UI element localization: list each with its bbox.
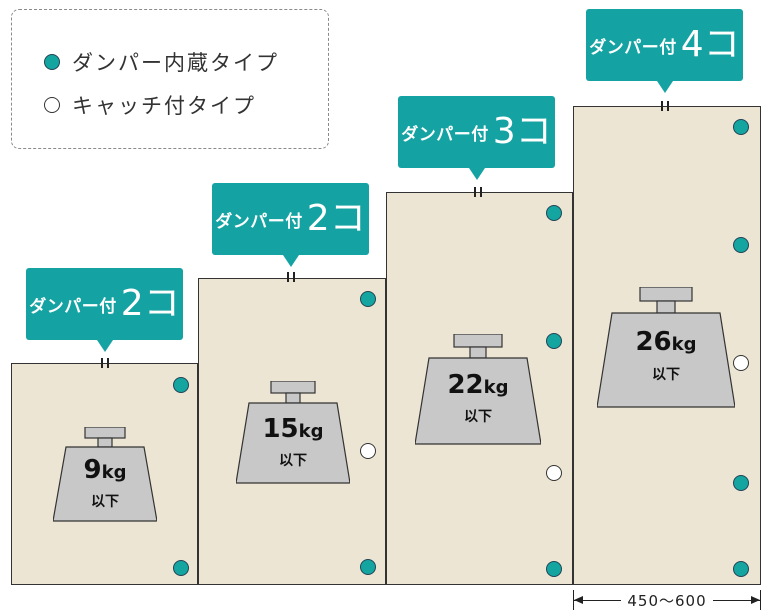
- legend: ダンパー内蔵タイプ キャッチ付タイプ: [11, 9, 329, 149]
- badge-unit: コ: [329, 198, 366, 239]
- legend-row-damper: ダンパー内蔵タイプ: [44, 47, 279, 77]
- damper-dot: [546, 333, 562, 349]
- damper-dot: [546, 561, 562, 577]
- legend-row-catch: キャッチ付タイプ: [44, 90, 256, 120]
- catch-dot: [360, 443, 376, 459]
- badge-label: ダンパー付: [29, 296, 117, 317]
- width-dimension: 450〜600: [573, 588, 761, 612]
- damper-dot: [733, 119, 749, 135]
- badge-label: ダンパー付: [401, 124, 489, 145]
- damper-dot: [360, 291, 376, 307]
- weight-sub: 以下: [91, 494, 119, 510]
- damper-dot: [546, 205, 562, 221]
- panel-2: [198, 278, 386, 585]
- badge-unit: コ: [515, 111, 552, 152]
- hinge-mark: [101, 358, 109, 368]
- catch-dot: [546, 465, 562, 481]
- badge-unit: コ: [143, 283, 180, 324]
- weight-sub: 以下: [464, 409, 492, 425]
- badge-label: ダンパー付: [215, 211, 303, 232]
- weight-sub: 以下: [279, 453, 307, 469]
- white-circle-icon: [44, 97, 60, 113]
- weight-sub: 以下: [652, 367, 680, 383]
- teal-circle-icon: [44, 54, 60, 70]
- damper-dot: [173, 377, 189, 393]
- badge-unit: コ: [703, 24, 740, 65]
- dimension-label: 450〜600: [621, 592, 713, 610]
- weight-icon: [597, 287, 735, 408]
- weight-4: 26kg 以下: [597, 287, 735, 408]
- legend-damper-label: ダンパー内蔵タイプ: [72, 51, 279, 75]
- weight-value: 26kg: [635, 327, 697, 357]
- badge-count: 2: [306, 198, 330, 239]
- damper-dot: [733, 561, 749, 577]
- weight-icon: [415, 334, 541, 445]
- badge-count: 2: [120, 283, 144, 324]
- hinge-mark: [661, 101, 669, 111]
- badge-count: 4: [680, 24, 704, 65]
- hinge-mark: [287, 272, 295, 282]
- badge-count: 3: [492, 111, 516, 152]
- weight-icon: [53, 427, 157, 522]
- weight-1: 9kg 以下: [53, 427, 157, 522]
- damper-dot: [360, 559, 376, 575]
- weight-value: 15kg: [262, 414, 324, 444]
- weight-2: 15kg 以下: [236, 381, 350, 484]
- catch-dot: [733, 355, 749, 371]
- badge-label: ダンパー付: [589, 37, 677, 58]
- damper-dot: [173, 560, 189, 576]
- legend-catch-label: キャッチ付タイプ: [72, 94, 256, 118]
- weight-value: 22kg: [447, 370, 509, 400]
- damper-dot: [733, 237, 749, 253]
- weight-3: 22kg 以下: [415, 334, 541, 445]
- damper-dot: [733, 475, 749, 491]
- weight-icon: [236, 381, 350, 484]
- weight-value: 9kg: [83, 455, 127, 485]
- hinge-mark: [474, 187, 482, 197]
